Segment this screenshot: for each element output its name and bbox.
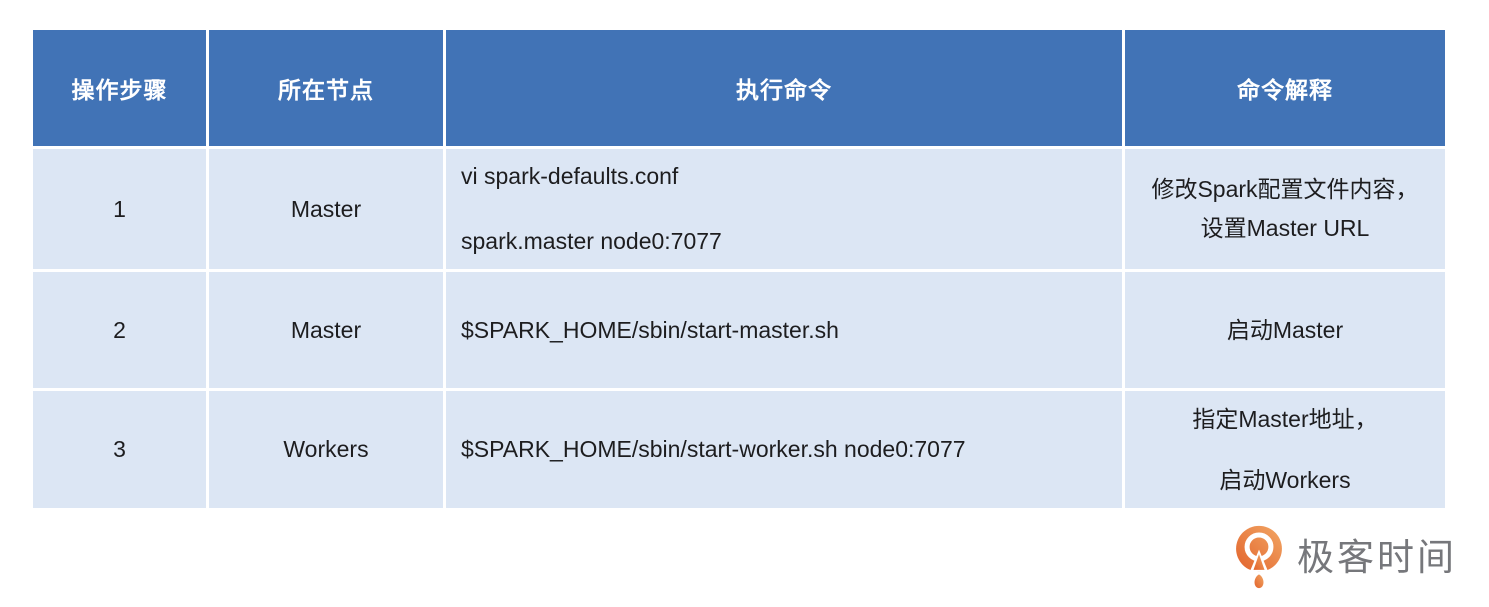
cell-step: 2 bbox=[33, 272, 206, 388]
cell-line: 修改Spark配置文件内容， bbox=[1151, 176, 1419, 203]
cell-line: 启动Master bbox=[1226, 316, 1344, 343]
cell-line: Master bbox=[290, 195, 362, 222]
cell-line: $SPARK_HOME/sbin/start-master.sh bbox=[461, 316, 839, 343]
cell-line: 1 bbox=[113, 195, 126, 222]
geektime-logo: 极客时间 bbox=[1230, 524, 1457, 590]
cell-explanation: 修改Spark配置文件内容， 设置Master URL bbox=[1125, 149, 1445, 269]
column-header-node: 所在节点 bbox=[209, 30, 443, 146]
cell-line: 设置Master URL bbox=[1200, 215, 1370, 241]
cell-node: Master bbox=[209, 149, 443, 269]
cell-line: vi spark-defaults.conf bbox=[461, 163, 679, 190]
cell-explanation: 启动Master bbox=[1125, 272, 1445, 388]
cell-line: 3 bbox=[113, 436, 126, 463]
cell-line: $SPARK_HOME/sbin/start-worker.sh node0:7… bbox=[461, 436, 966, 463]
cell-line: Master bbox=[290, 316, 362, 343]
column-header-explain: 命令解释 bbox=[1125, 30, 1445, 146]
cell-step: 3 bbox=[33, 391, 206, 508]
cell-line: spark.master node0:7077 bbox=[461, 228, 722, 254]
cell-explanation: 指定Master地址， 启动Workers bbox=[1125, 391, 1445, 508]
column-header-command: 执行命令 bbox=[446, 30, 1122, 146]
cell-line: 指定Master地址， bbox=[1192, 405, 1378, 432]
cell-node: Workers bbox=[209, 391, 443, 508]
cell-step: 1 bbox=[33, 149, 206, 269]
cell-line: 启动Workers bbox=[1219, 466, 1351, 493]
cell-command: $SPARK_HOME/sbin/start-worker.sh node0:7… bbox=[446, 391, 1122, 508]
cell-line: 2 bbox=[113, 316, 126, 343]
geektime-logo-text: 极客时间 bbox=[1297, 536, 1457, 578]
column-header-step: 操作步骤 bbox=[33, 30, 206, 146]
geektime-pin-icon bbox=[1236, 525, 1282, 589]
cell-command: vi spark-defaults.conf spark.master node0… bbox=[446, 149, 1122, 269]
cell-node: Master bbox=[209, 272, 443, 388]
cell-line: Workers bbox=[283, 436, 369, 463]
cell-command: $SPARK_HOME/sbin/start-master.sh bbox=[446, 272, 1122, 388]
